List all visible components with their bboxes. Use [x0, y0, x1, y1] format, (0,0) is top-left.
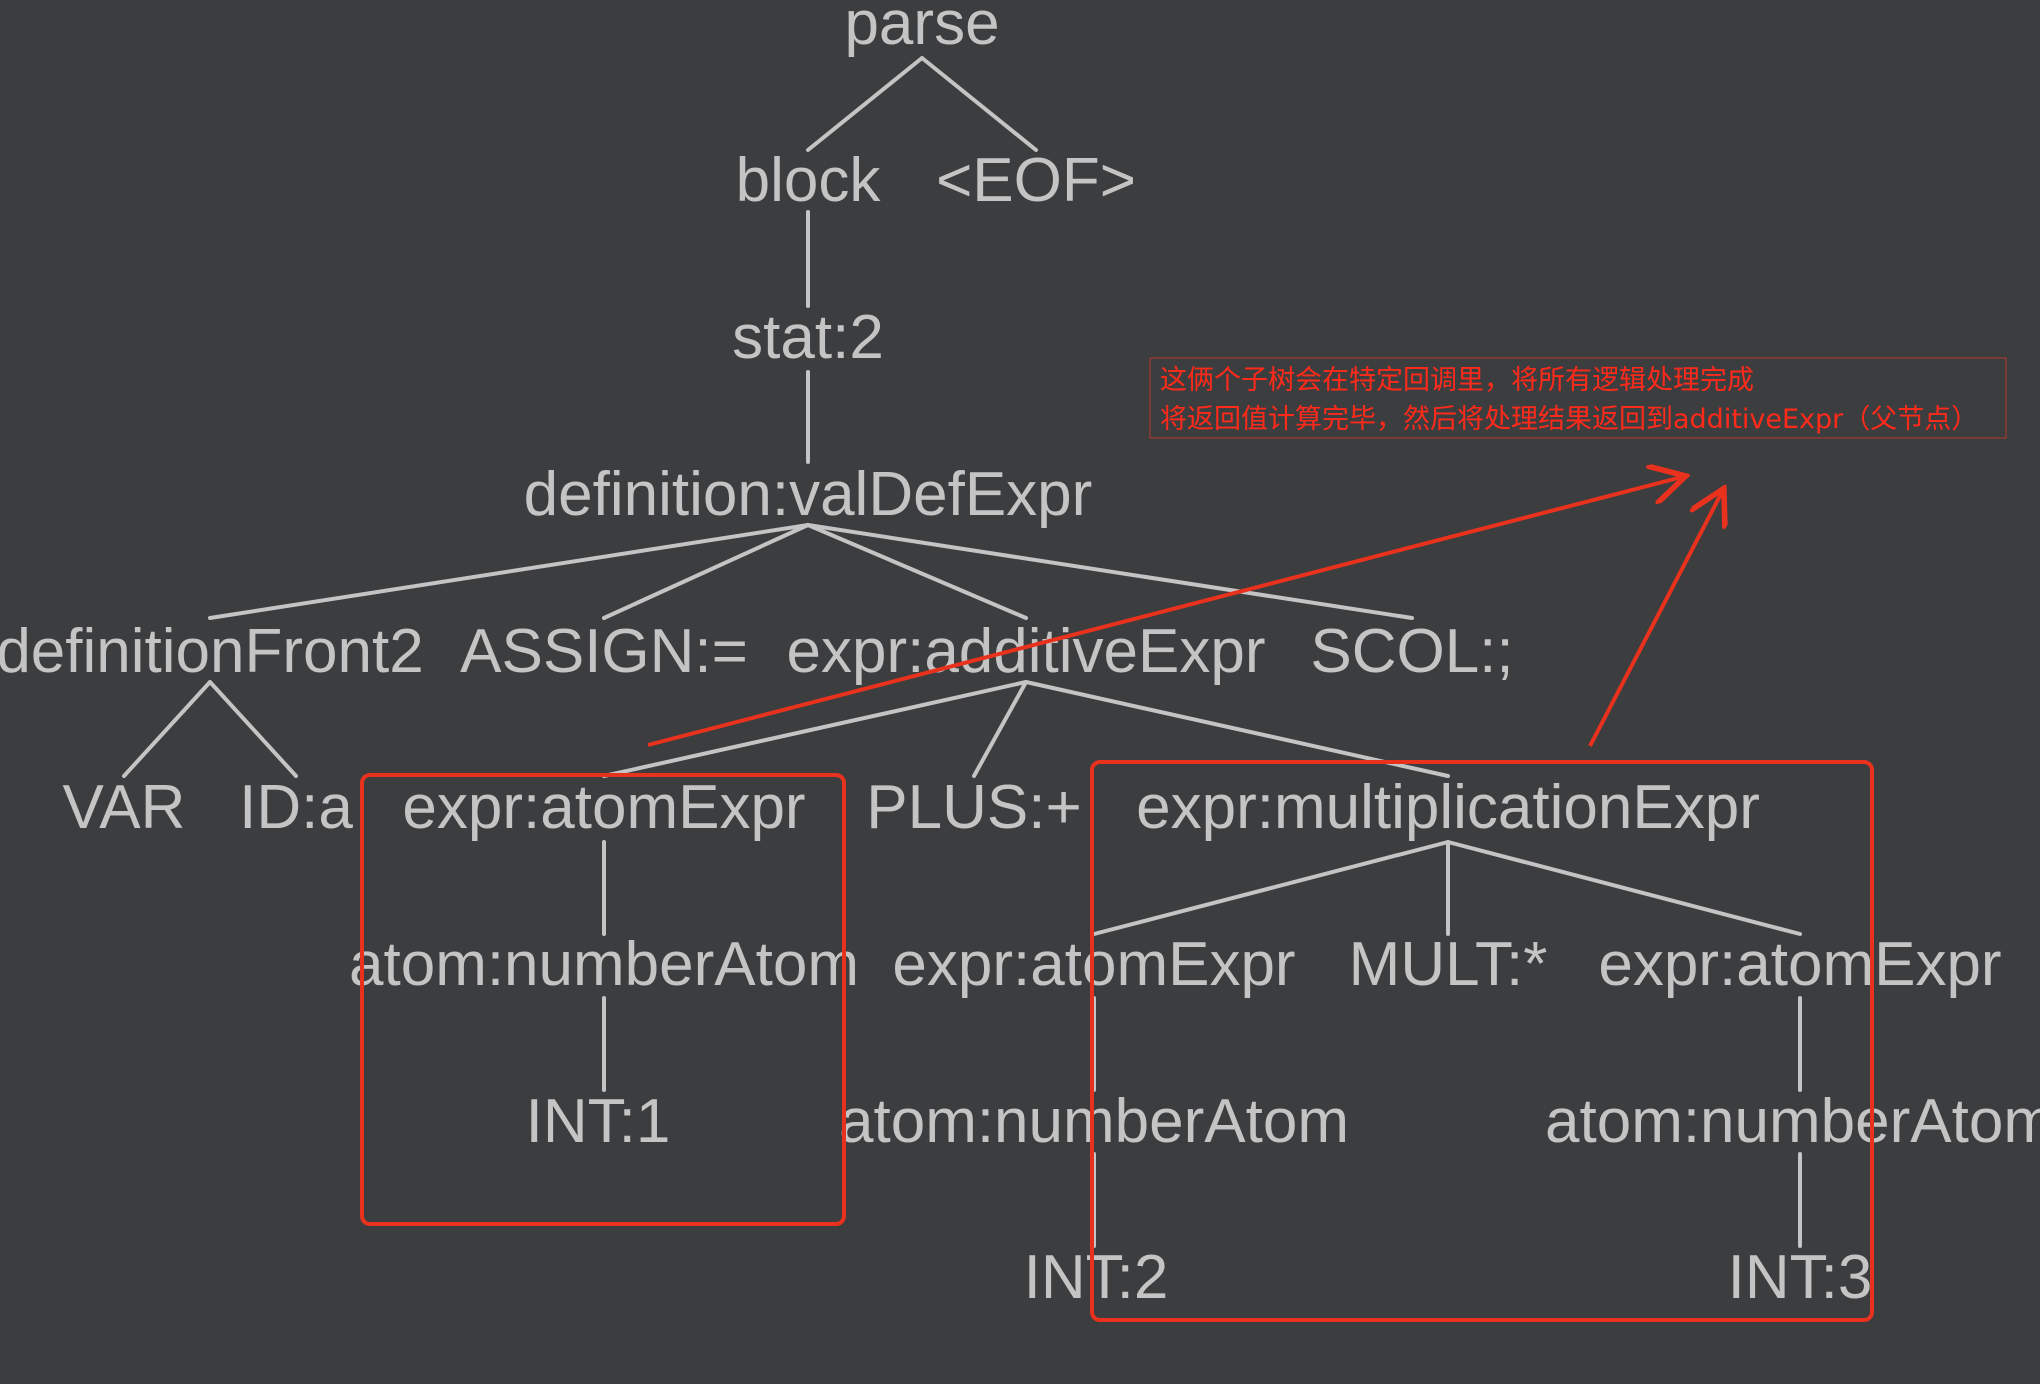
edge-parse-eof: [920, 56, 1038, 152]
node-definition-front: definitionFront2: [0, 617, 424, 686]
arrow-mult-to-note: [1588, 492, 1722, 747]
edge-parse-block: [806, 56, 924, 152]
annotation-line-2: 将返回值计算完毕，然后将处理结果返回到additiveExpr（父节点）: [1160, 404, 1978, 435]
node-multiplication-expr: expr:multiplicationExpr: [1136, 773, 1760, 842]
node-scol: SCOL:;: [1310, 617, 1513, 686]
node-definition: definition:valDefExpr: [524, 460, 1093, 529]
node-var: VAR: [63, 773, 186, 842]
node-block: block: [736, 146, 882, 215]
arrow-atom-to-note: [647, 477, 1682, 747]
node-stat: stat:2: [732, 303, 884, 372]
edge-mult-atom3: [1446, 840, 1802, 936]
edge-mult-atom2: [1092, 840, 1450, 936]
annotation-note-border: [1149, 357, 2007, 439]
node-number-atom-3: atom:numberAtom: [1545, 1087, 2040, 1156]
annotation-note: 这俩个子树会在特定回调里，将所有逻辑处理完成 将返回值计算完毕，然后将处理结果返…: [1149, 357, 2007, 439]
edge-definition-scol: [806, 523, 1414, 620]
highlight-box-atom-subtree: [360, 773, 846, 1226]
edge-additive-atom1: [602, 680, 1028, 778]
edge-front-id: [208, 680, 298, 778]
node-plus: PLUS:+: [866, 773, 1081, 842]
annotation-line-1: 这俩个子树会在特定回调里，将所有逻辑处理完成: [1160, 365, 1754, 396]
node-id-a: ID:a: [239, 773, 353, 842]
node-eof: <EOF>: [936, 146, 1136, 215]
tree-nodes: parse block <EOF> stat:2 definition:valD…: [0, 0, 2040, 1312]
node-assign: ASSIGN:=: [460, 617, 748, 686]
edge-definition-additive: [806, 523, 1028, 620]
node-int-1: INT:1: [526, 1087, 671, 1156]
node-atom-expr-1: expr:atomExpr: [402, 773, 805, 842]
node-mult: MULT:*: [1349, 930, 1548, 999]
edge-definition-assign: [602, 523, 810, 620]
node-atom-expr-3: expr:atomExpr: [1598, 930, 2001, 999]
node-int-2: INT:2: [1024, 1243, 1169, 1312]
highlight-box-multiplication-subtree: [1090, 760, 1874, 1322]
edge-front-var: [122, 680, 212, 778]
node-additive-expr: expr:additiveExpr: [786, 617, 1265, 686]
node-int-3: INT:3: [1728, 1243, 1873, 1312]
edge-definition-front: [208, 523, 810, 620]
node-number-atom-1: atom:numberAtom: [349, 930, 859, 999]
node-parse: parse: [844, 0, 999, 58]
edge-additive-plus: [972, 680, 1028, 778]
